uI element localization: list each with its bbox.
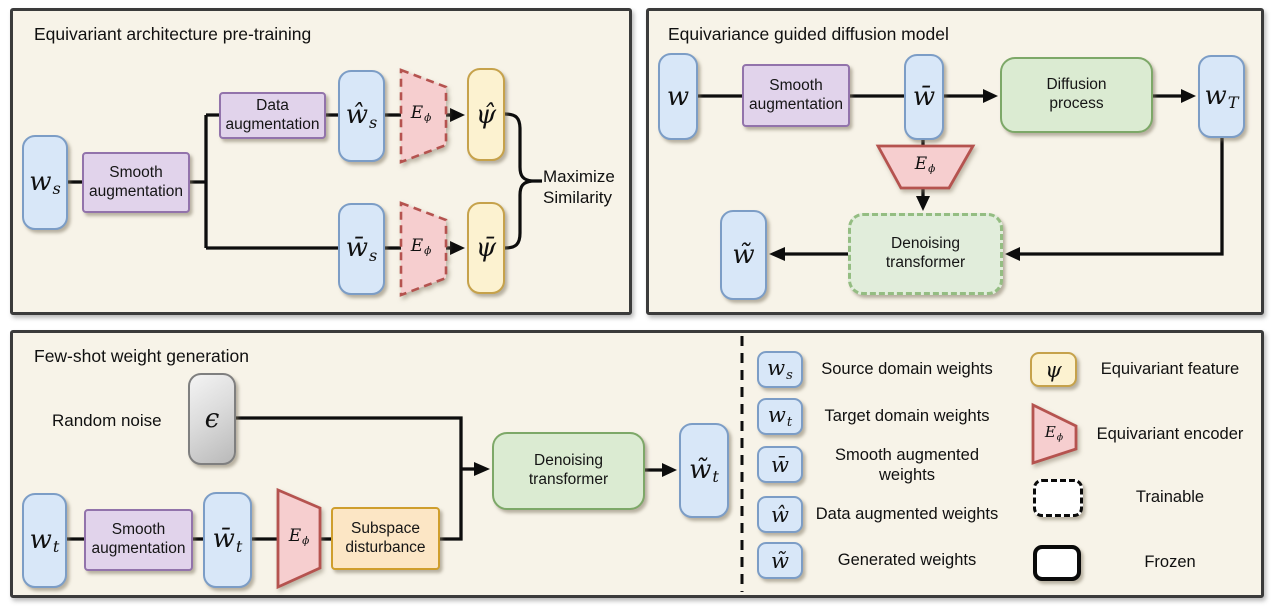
node-label: w̄s [345,233,378,265]
legend-label-frozen: Frozen [1144,553,1196,571]
legend-label-generated-weights: Generated weights [837,551,977,569]
node-data-augmented-weights: ŵs [338,70,385,162]
legend-label-smooth-augmented: Smooth augmented weights [834,446,979,484]
box-label: Subspace [351,519,420,537]
legend-label-source-weights: Source domain weights [821,360,993,378]
legend-symbol-label: wt [767,403,793,430]
legend-symbol-label: w̃ [771,548,789,573]
encoder-label: Eϕ [288,526,310,547]
legend-label-data-augmented: Data augmented weights [815,505,999,523]
pretraining-title: Equivariant architecture pre-training [34,24,312,44]
legend-symbol-label: ψ [1045,357,1062,382]
node-equivariant-feature-hat: ψ̂ [467,68,505,161]
node-smooth-augmented-w: w̄ [904,54,944,140]
node-smooth-augmented-weights: w̄s [338,203,385,295]
node-label: wT [1204,80,1239,113]
objective-line: Maximize [543,167,615,186]
encoder-label: Eϕ [914,154,936,175]
legend-symbol-label: ws [767,356,793,383]
node-denoising-transformer-trainable: Denoising transformer [848,213,1003,295]
encoder-label: Eϕ [410,236,432,257]
node-label: ψ̄ [475,233,497,263]
box-label: disturbance [345,538,426,556]
diffusion-title: Equivariance guided diffusion model [668,24,949,44]
node-source-weights: ws [22,135,68,230]
node-label: w̃t [689,454,719,487]
box-label: Smooth [111,521,166,539]
node-label: w̄t [212,524,243,556]
legend-label-target-weights: Target domain weights [824,407,990,425]
box-label: Denoising [534,452,603,470]
node-generated-weights: w̃ [720,210,767,300]
legend-symbol-trainable [1033,479,1083,517]
legend-encoder-label: Eϕ [1044,423,1064,443]
node-random-noise-epsilon: ϵ [188,373,236,465]
legend-symbol-wbar: w̄ [757,446,803,483]
node-generated-target-weights: w̃t [679,423,729,518]
encoder-label: Eϕ [410,103,432,124]
node-smooth-augmentation: Smooth augmentation [84,509,193,571]
node-label: ϵ [204,404,220,434]
box-label: Denoising [891,235,960,253]
box-label: Diffusion [1046,76,1107,94]
node-denoising-transformer-frozen: Denoising transformer [492,432,645,510]
legend-label-trainable: Trainable [1135,488,1205,506]
legend-label-equivariant-feature: Equivariant feature [1100,360,1240,378]
node-label: ψ̂ [475,99,497,130]
node-label: wt [29,524,60,557]
legend-symbol-psi: ψ [1030,352,1077,387]
legend-symbol-frozen [1033,545,1081,581]
node-subspace-disturbance: Subspace disturbance [331,507,440,570]
objective-line: Similarity [543,188,612,207]
node-source-weights-label: ws [29,166,61,199]
node-target-weights: wt [22,493,67,588]
legend-symbol-wt: wt [757,398,803,435]
node-smooth-augmentation: Smooth augmentation [82,152,190,213]
node-diffusion-process: Diffusion process [1000,57,1153,133]
legend-label-equivariant-encoder: Equivariant encoder [1096,425,1244,443]
fewshot-title: Few-shot weight generation [34,346,249,366]
legend-symbol-ws: ws [757,351,803,388]
node-equivariant-feature-bar: ψ̄ [467,202,505,294]
box-label: augmentation [91,540,186,557]
maximize-similarity-label: Maximize Similarity [543,166,633,208]
node-noised-weights-wT: wT [1198,55,1245,138]
node-smooth-augmented-wt: w̄t [203,492,252,588]
random-noise-label: Random noise [52,411,162,430]
box-label: augmentation [89,182,183,200]
box-label: augmentation [225,115,320,133]
node-data-augmentation: Data augmentation [219,92,326,139]
node-label: w̄ [912,82,936,112]
box-label: transformer [885,254,966,271]
legend-symbol-wtilde: w̃ [757,542,803,579]
node-weights-w: w [658,53,698,140]
box-label: Smooth [109,163,163,181]
box-label: augmentation [749,95,843,113]
legend-symbol-what: ŵ [757,496,803,533]
node-label: w [666,81,690,112]
box-label: Data [256,96,289,114]
box-label: process [1049,95,1104,112]
legend-symbol-label: w̄ [771,452,789,477]
node-label: w̃ [732,240,755,270]
legend-symbol-label: ŵ [771,502,789,527]
node-label: ŵs [345,100,378,132]
node-smooth-augmentation: Smooth augmentation [742,64,850,127]
box-label: Smooth [769,76,823,94]
box-label: transformer [528,471,609,488]
